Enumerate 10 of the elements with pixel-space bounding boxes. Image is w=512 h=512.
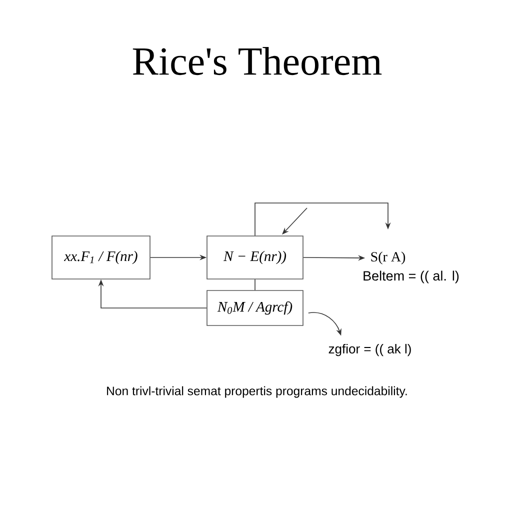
connector-line	[254, 279, 256, 290]
caption: Non trivl-trivial semat propertis programs undecidability.	[107, 386, 407, 398]
formula-text: zgfior = (( ak l)	[328, 344, 411, 356]
formula-box: xx.F$_{1}$ / F(nr)	[52, 236, 150, 280]
title: Rice's Theorem	[132, 46, 382, 76]
side-note: Beltem = (( al. l)	[364, 270, 459, 284]
formula-text: S(r A)	[371, 252, 406, 264]
arrow	[254, 202, 391, 236]
formula-box: N$_{0}$M / Agrcf)	[206, 290, 304, 326]
formula-box: N − E(nr))	[206, 236, 304, 280]
